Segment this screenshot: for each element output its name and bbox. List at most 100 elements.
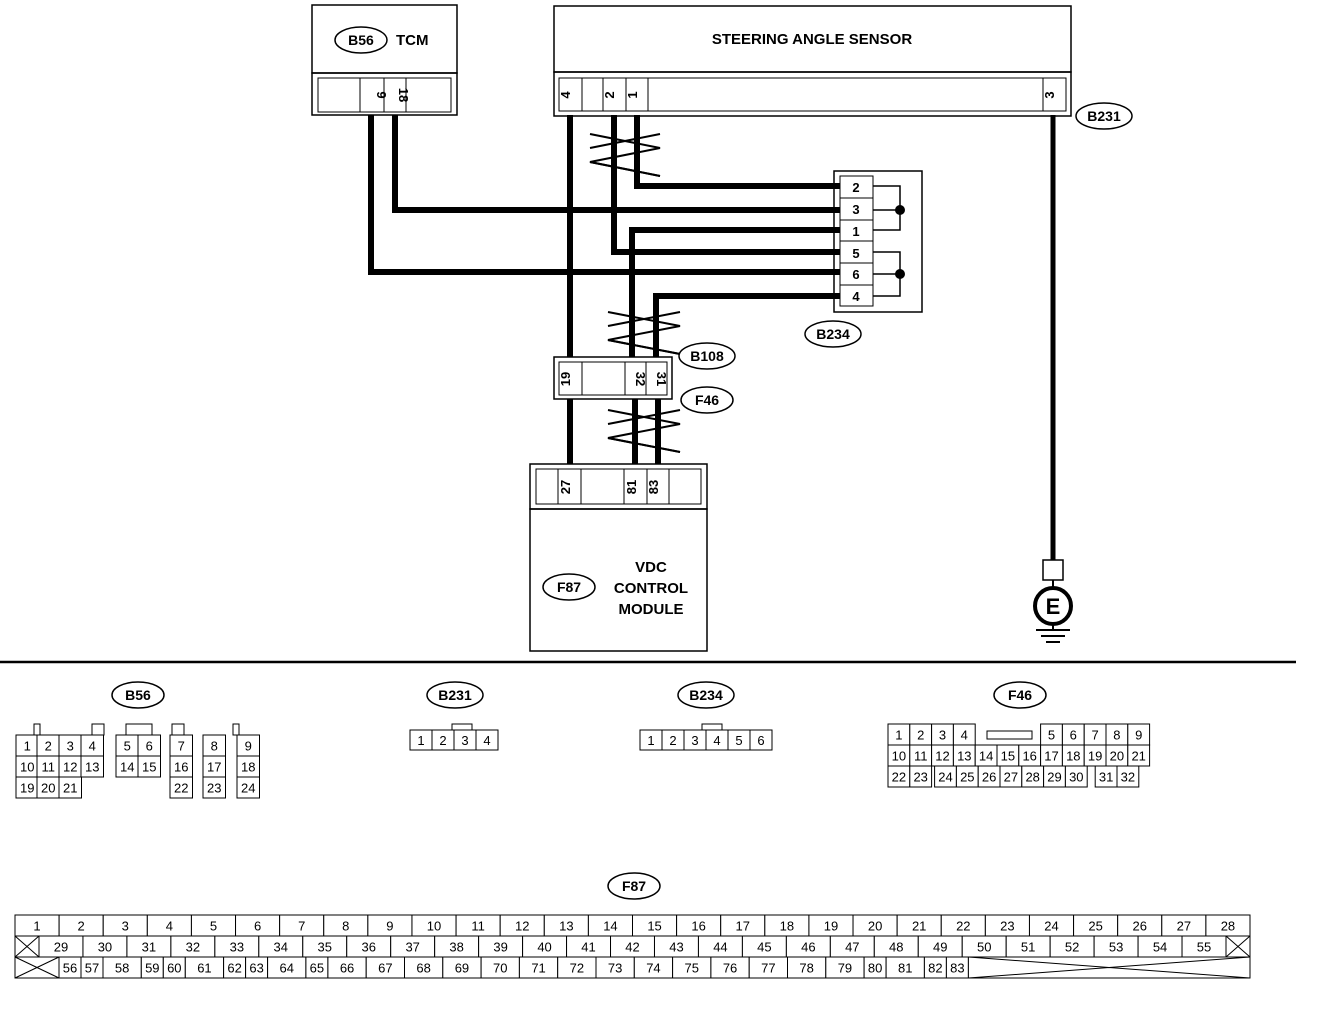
f87-face-pin: 13 [559,919,573,934]
b234-face-pin: 4 [713,733,720,748]
f87-face-pin: 66 [340,961,354,976]
b234-face-cell [749,729,773,751]
vdc-pin-27: 27 [558,480,573,494]
joint-pin-4: 4 [852,289,860,304]
b231-face-cell [475,729,499,751]
f46-face-pin: 11 [914,749,928,764]
f46-face-pin: 17 [1044,749,1058,764]
f87-face-pin: 12 [515,919,529,934]
b56-face-pin: 20 [41,781,55,796]
b56-face-pin: 10 [20,760,34,775]
f46-face-pin: 2 [917,728,924,743]
f87-face-pin: 2 [78,919,85,934]
vdc-connector-tag [542,573,596,601]
b56-face-pin: 12 [63,760,77,775]
f87-face-pin: 6 [254,919,261,934]
f87-face-pin: 57 [85,961,99,976]
sas-connector-tag [1075,102,1133,130]
b56-face-tag [111,681,165,709]
f87-face-pin: 63 [249,961,263,976]
ground-point: E [1033,559,1073,643]
f46-face-pin: 6 [1070,728,1077,743]
b56-face-pin: 19 [20,781,34,796]
b56-face-pin: 13 [85,760,99,775]
f87-face-pin: 5 [210,919,217,934]
ground-symbol: E [1046,594,1061,619]
f87-face-pin: 30 [98,940,112,955]
b56-face-pin: 5 [124,739,131,754]
f87-face-pin: 80 [868,961,882,976]
f87-face-pin: 53 [1109,940,1123,955]
b56-face-pin: 7 [178,739,185,754]
f46-face-pin: 21 [1131,749,1145,764]
f87-face-pin: 43 [669,940,683,955]
f87-face-tag-text: F87 [622,878,646,894]
b56-face-pin: 1 [24,739,31,754]
f87-face-pin: 23 [1000,919,1014,934]
f87-face-pin: 8 [342,919,349,934]
tcm-module: B56 TCM 9 18 [311,4,458,116]
f46-face-pin: 22 [892,770,906,785]
f46-face-pin: 20 [1110,749,1124,764]
f87-face-pin: 55 [1197,940,1211,955]
f87-face-pin: 32 [186,940,200,955]
f87-face-pin: 71 [531,961,545,976]
f46-face-pin: 13 [957,749,971,764]
f87-face-pin: 75 [685,961,699,976]
f87-face-pin: 68 [416,961,430,976]
f87-face-pin: 46 [801,940,815,955]
vdc-control-module: 27 81 83 F87 VDC CONTROL MODULE [529,463,708,652]
f46-face-pin: 28 [1025,770,1039,785]
f87-face-pin: 61 [197,961,211,976]
f87-face-pin: 47 [845,940,859,955]
steering-angle-sensor: STEERING ANGLE SENSOR 4 2 1 3 B231 [553,5,1133,130]
b234-face-tag [677,681,735,709]
f87-face-pin: 74 [646,961,660,976]
f46-face-pin: 14 [979,749,993,764]
b231-face-pin: 4 [483,733,490,748]
tcm-label: TCM [396,32,429,49]
f87-face-pin: 44 [713,940,727,955]
f87-face-pin: 4 [166,919,173,934]
f87-face-pin: 24 [1044,919,1058,934]
vdc-pin-83: 83 [646,480,661,494]
f87-face-pin: 52 [1065,940,1079,955]
b231-face-pin: 3 [461,733,468,748]
b56-face-pin: 6 [146,739,153,754]
joint-pin-5: 5 [852,246,859,261]
f87-face-pin: 15 [647,919,661,934]
f87-face-pin: 78 [799,961,813,976]
inline-pin-32: 32 [633,372,648,386]
f87-face-pin: 77 [761,961,775,976]
f46-face-pin: 12 [935,749,949,764]
f87-face-pin: 76 [723,961,737,976]
f87-face-pin: 34 [274,940,288,955]
joint-pin-3: 3 [852,202,859,217]
vdc-label-line1: VDC [635,559,667,576]
f87-face-pin: 45 [757,940,771,955]
f87-face-pin: 35 [318,940,332,955]
b56-face-pin: 16 [174,760,188,775]
f87-face-pin: 19 [824,919,838,934]
f46-face-tag [993,681,1047,709]
b56-face-pin: 22 [174,781,188,796]
f87-face-pin: 21 [912,919,926,934]
f87-face-pin: 60 [167,961,181,976]
f46-face-pin: 29 [1047,770,1061,785]
f87-face-pin: 54 [1153,940,1167,955]
sas-pin-4: 4 [558,91,573,99]
sas-label: STEERING ANGLE SENSOR [712,31,912,48]
f87-face-pin: 1 [33,919,40,934]
inline-top-tag [678,342,736,370]
vdc-label-line3: MODULE [619,601,684,618]
f46-face-pin: 3 [939,728,946,743]
f87-face-pin: 41 [581,940,595,955]
f46-face-pin: 16 [1022,749,1036,764]
f87-face-pin: 36 [361,940,375,955]
f46-face-cell [1116,765,1140,788]
f87-face-pin: 37 [405,940,419,955]
f46-face-pin: 23 [913,770,927,785]
f46-face-pin: 8 [1113,728,1120,743]
f46-face-pin: 15 [1001,749,1015,764]
b234-face-pin: 1 [647,733,654,748]
